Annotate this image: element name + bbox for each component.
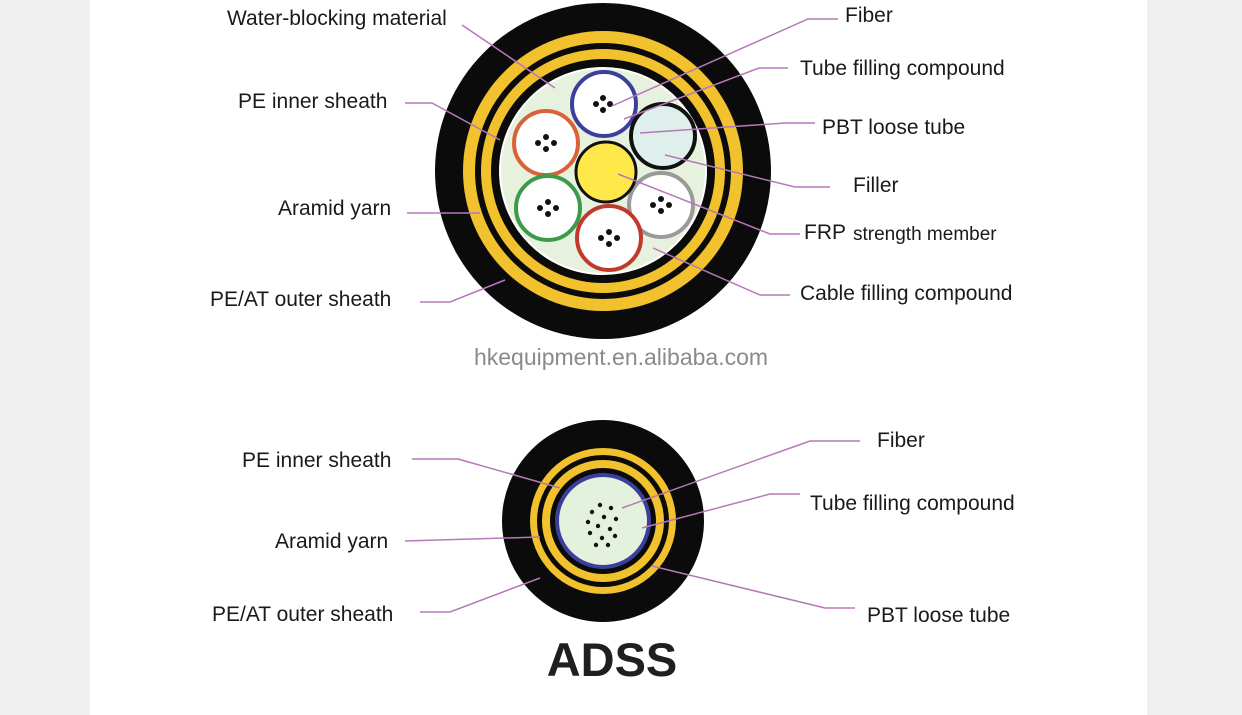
top-tube-black <box>629 102 697 170</box>
label-strength-member: strength member <box>853 224 997 245</box>
top-tube-gray <box>627 171 695 239</box>
label-water-blocking-material: Water-blocking material <box>227 7 447 30</box>
bottom-label-tube-filling-compound: Tube filling compound <box>810 492 1015 515</box>
label-pbt-loose-tube: PBT loose tube <box>822 116 965 139</box>
label-cable-filling-compound: Cable filling compound <box>800 282 1012 305</box>
bottom-labels: PE inner sheath Aramid yarn PE/AT outer … <box>212 429 1015 627</box>
label-frp: FRP <box>804 221 846 244</box>
label-pe-at-outer-sheath: PE/AT outer sheath <box>210 288 391 311</box>
label-filler: Filler <box>853 174 899 197</box>
top-tube-blue <box>570 70 638 138</box>
bottom-leader-lines <box>404 440 860 613</box>
top-labels: Water-blocking material PE inner sheath … <box>210 4 1012 311</box>
top-leader-lines <box>405 18 838 303</box>
adss-title: ADSS <box>547 633 678 686</box>
label-aramid-yarn: Aramid yarn <box>278 197 391 220</box>
bottom-cable-cross-section <box>502 420 704 622</box>
bottom-label-pe-inner-sheath: PE inner sheath <box>242 449 391 472</box>
label-fiber: Fiber <box>845 4 893 27</box>
label-tube-filling-compound: Tube filling compound <box>800 57 1005 80</box>
top-tube-orange <box>512 109 580 177</box>
bottom-pbt-loose-tube <box>555 473 651 569</box>
bottom-label-aramid-yarn: Aramid yarn <box>275 530 388 553</box>
watermark-text: hkequipment.en.alibaba.com <box>474 344 768 370</box>
bottom-fibers <box>585 502 619 548</box>
top-tube-green <box>514 174 582 242</box>
label-pe-inner-sheath: PE inner sheath <box>238 90 387 113</box>
bottom-label-pbt-loose-tube: PBT loose tube <box>867 604 1010 627</box>
top-tube-red <box>575 204 643 272</box>
top-frp-strength-member <box>574 140 638 204</box>
bottom-label-pe-at-outer-sheath: PE/AT outer sheath <box>212 603 393 626</box>
bottom-label-fiber: Fiber <box>877 429 925 452</box>
